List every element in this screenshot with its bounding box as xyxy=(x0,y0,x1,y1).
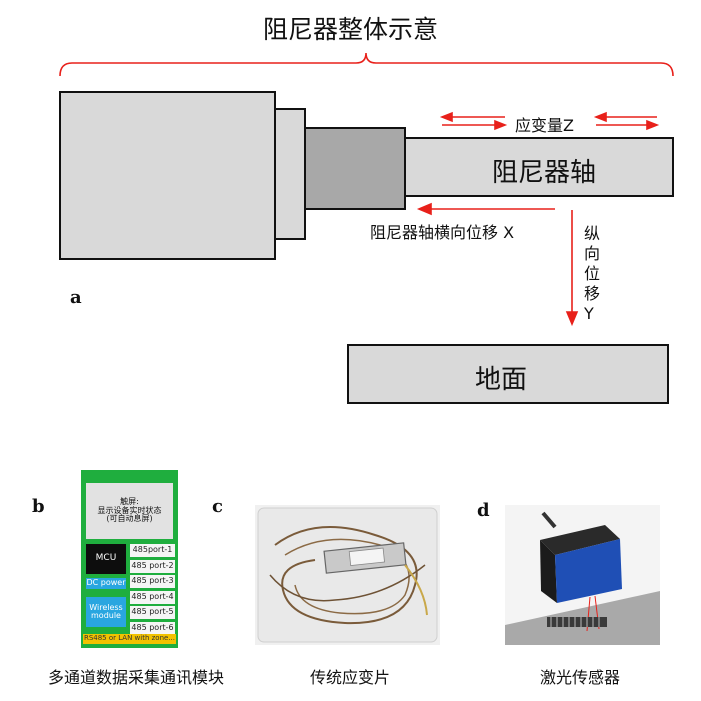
acquisition-module: 触屏: 显示设备实时状态 (可自动息屏) MCU DC power Wirele… xyxy=(81,470,178,648)
module-wireless: Wireless module xyxy=(86,597,126,627)
module-dc-power: DC power xyxy=(86,578,126,589)
module-port-6: 485 port-6 xyxy=(130,621,175,635)
caption-laser-sensor: 激光传感器 xyxy=(539,668,620,687)
caption-module: 多通道数据采集通讯模块 xyxy=(47,668,224,687)
shaft-label: 阻尼器轴 xyxy=(492,158,597,188)
module-touchscreen: 触屏: 显示设备实时状态 (可自动息屏) xyxy=(86,483,173,539)
ground-block xyxy=(347,344,669,404)
strain-gauge-photo xyxy=(255,505,440,645)
lateral-arrow xyxy=(416,202,555,216)
diagram-title: 阻尼器整体示意 xyxy=(262,15,438,44)
module-port-4: 485 port-4 xyxy=(130,590,175,604)
strain-label: 应变量Z xyxy=(515,116,574,135)
module-footer: RS485 or LAN with zone... xyxy=(83,634,176,644)
panel-letter-b: b xyxy=(32,496,45,517)
caption-strain-gauge: 传统应变片 xyxy=(309,668,390,687)
lateral-label: 阻尼器轴横向位移 X xyxy=(370,223,515,242)
module-mcu: MCU xyxy=(86,544,126,574)
panel-letter-c: c xyxy=(212,496,223,517)
strain-gauge-illustration xyxy=(257,507,438,643)
module-port-2: 485 port-2 xyxy=(130,559,175,573)
laser-sensor-illustration xyxy=(505,511,660,645)
touchscreen-line1: 显示设备实时状态 xyxy=(97,505,162,515)
module-port-5: 485 port-5 xyxy=(130,606,175,619)
touchscreen-line2: (可自动息屏) xyxy=(106,514,153,524)
laser-sensor-photo xyxy=(505,505,660,645)
module-port-3: 485 port-3 xyxy=(130,575,175,588)
panel-letter-a: a xyxy=(70,287,82,308)
panel-letter-d: d xyxy=(477,500,490,521)
strain-arrows-right xyxy=(593,111,660,131)
strain-arrows-left xyxy=(439,111,508,131)
ground-label: 地面 xyxy=(475,365,528,395)
damper-body xyxy=(59,91,276,260)
damper-seal xyxy=(304,127,406,210)
vertical-label: 纵向位移Y xyxy=(584,224,601,323)
overall-brace xyxy=(59,52,674,77)
damper-collar xyxy=(274,108,306,240)
module-port-1: 485port-1 xyxy=(130,544,175,557)
vertical-arrow xyxy=(565,210,579,327)
touchscreen-title: 触屏: xyxy=(120,497,139,507)
damper-shaft xyxy=(404,137,674,197)
